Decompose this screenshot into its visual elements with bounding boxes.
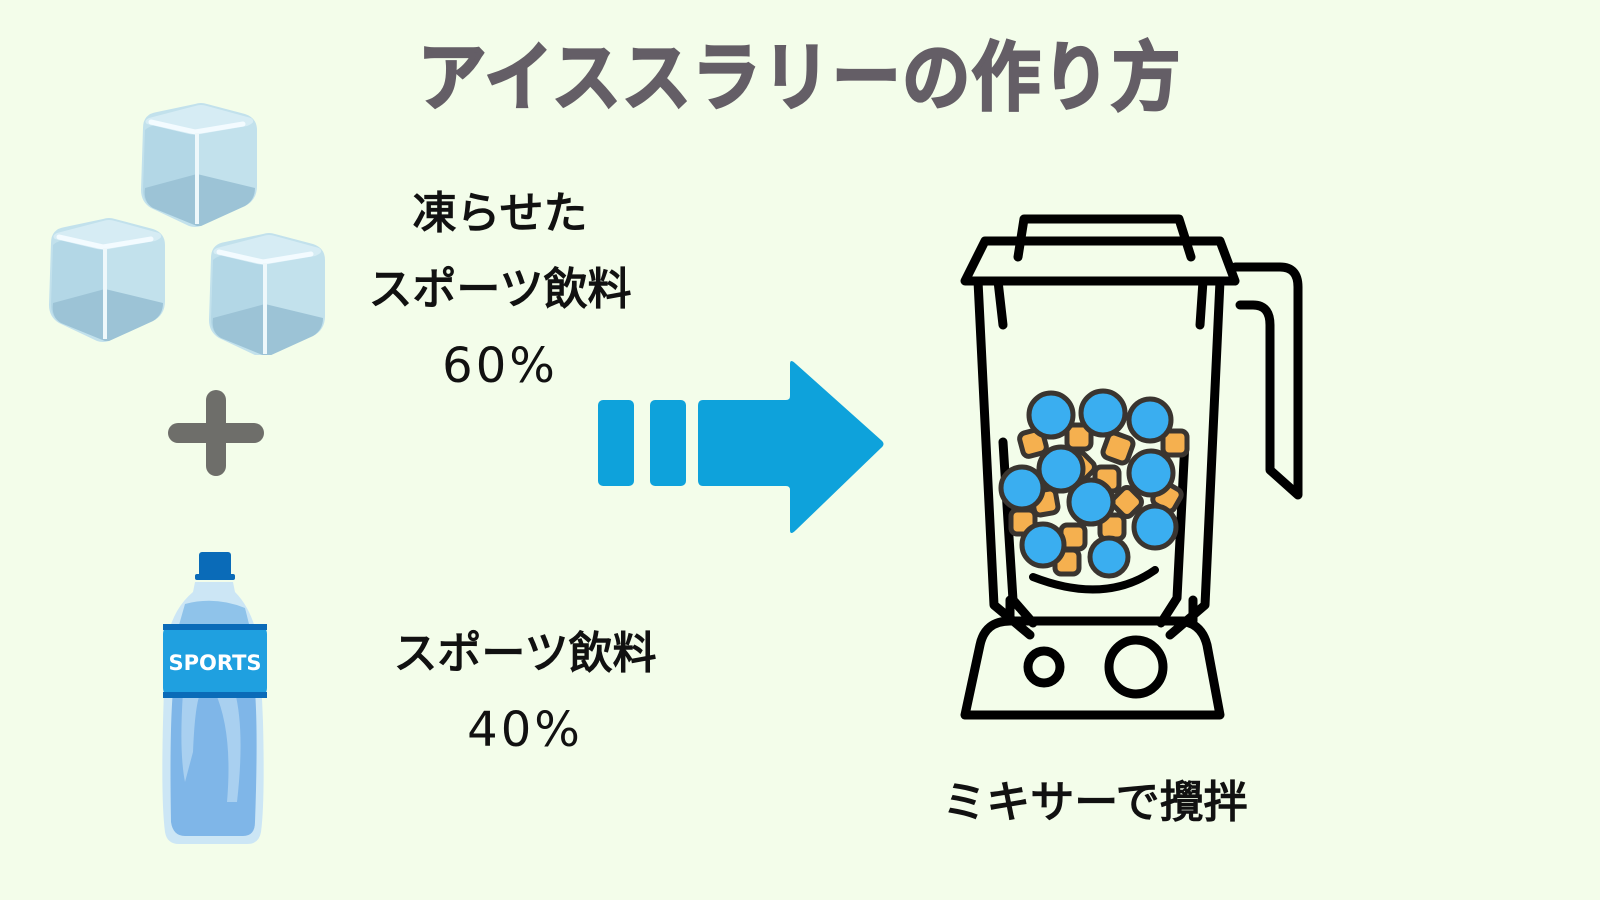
blender-caption: ミキサーで攪拌 [942,777,1248,828]
plus-icon [168,390,264,476]
ingredient-line2: スポーツ飲料 [368,264,632,315]
blender-icon [955,205,1335,745]
page-title: アイススラリーの作り方 [417,34,1182,123]
ice-slurry-contents [998,388,1190,579]
sports-drink-bottle-icon: SPORTS [155,552,275,852]
ingredient-label-frozen: 凍らせた スポーツ飲料 60% [350,176,650,404]
ingredient-label-drink: スポーツ飲料 40% [375,616,675,768]
ingredient-percent: 40% [467,702,583,758]
bottle-label: SPORTS [168,651,261,675]
ingredient-percent: 60% [442,338,558,394]
right-arrow-icon [598,360,888,540]
ingredient-line1: スポーツ飲料 [393,628,657,679]
ice-cubes-icon [40,95,340,355]
ingredient-line1: 凍らせた [412,188,588,239]
